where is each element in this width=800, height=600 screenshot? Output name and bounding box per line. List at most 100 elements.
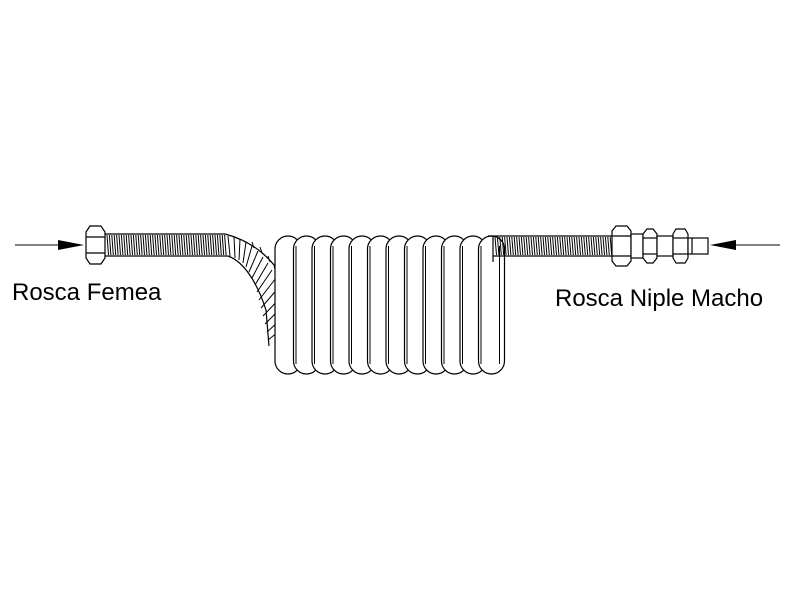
thread-line [149, 234, 153, 256]
thread-line [607, 236, 610, 256]
thread-line [496, 236, 500, 256]
right-hex-fitting [611, 225, 632, 267]
thread-line [532, 236, 536, 256]
thread-line [190, 234, 193, 256]
thread-line [561, 236, 565, 256]
spring-wire [227, 235, 231, 257]
thread-line [544, 236, 548, 256]
thread-line [499, 236, 502, 256]
spring-wire [242, 241, 247, 264]
spring-wire [267, 255, 271, 263]
thread-line [588, 236, 591, 256]
thread-line [209, 234, 213, 256]
thread-line [568, 236, 572, 256]
spring-wire [233, 236, 236, 259]
thread-line [152, 234, 155, 256]
thread-line [178, 234, 181, 256]
thread-line [604, 236, 608, 256]
thread-line [132, 234, 136, 256]
thread-line [188, 234, 191, 256]
thread-line [219, 234, 222, 256]
spring-wire [251, 256, 264, 279]
thread-line [537, 236, 541, 256]
thread-line [171, 234, 174, 256]
thread-line [535, 236, 538, 256]
thread-line [556, 236, 560, 256]
left-threaded-hose [105, 233, 228, 257]
coil-loop [477, 235, 506, 375]
thread-line [592, 236, 596, 256]
thread-line [571, 236, 574, 256]
thread-line [202, 234, 205, 256]
thread-line [494, 236, 497, 256]
thread-line [583, 236, 586, 256]
thread-line [528, 236, 531, 256]
thread-line [116, 234, 119, 256]
thread-line [508, 236, 512, 256]
thread-line [214, 234, 217, 256]
thread-line [173, 234, 177, 256]
thread-line [125, 234, 129, 256]
thread-line [130, 234, 133, 256]
spring-wire [245, 245, 253, 268]
spring-wire [258, 277, 277, 301]
thread-line [525, 236, 529, 256]
thread-line [144, 234, 148, 256]
coil-section [274, 235, 506, 375]
thread-line [585, 236, 589, 256]
spring-wire [256, 269, 273, 293]
thread-line [128, 234, 131, 256]
thread-line [142, 234, 145, 256]
thread-line [120, 234, 124, 256]
thread-line [511, 236, 514, 256]
spring-wire [259, 246, 263, 254]
thread-line [523, 236, 526, 256]
thread-line [580, 236, 584, 256]
thread-line [566, 236, 569, 256]
label-female-thread: Rosca Femea [12, 279, 162, 306]
thread-line [549, 236, 553, 256]
thread-line [118, 234, 121, 256]
thread-line [506, 236, 509, 256]
thread-line [207, 234, 210, 256]
right-arrow [710, 240, 780, 250]
thread-line [108, 234, 112, 256]
thread-line [540, 236, 543, 256]
thread-line [135, 234, 138, 256]
thread-line [518, 236, 521, 256]
thread-line [597, 236, 601, 256]
spring-wire [238, 238, 241, 261]
thread-line [516, 236, 519, 256]
thread-line [216, 234, 220, 256]
right-threaded-hose [488, 235, 613, 262]
thread-line [176, 234, 179, 256]
thread-line [573, 236, 577, 256]
thread-line [600, 236, 603, 256]
thread-line [547, 236, 550, 256]
thread-line [542, 236, 545, 256]
thread-line [183, 234, 186, 256]
thread-line [504, 236, 507, 256]
thread-line [576, 236, 579, 256]
thread-line [204, 234, 208, 256]
thread-line [530, 236, 533, 256]
thread-line [137, 234, 141, 256]
thread-line [147, 234, 150, 256]
thread-line [111, 234, 114, 256]
right-nipple-body [630, 228, 709, 264]
left-hex-fitting [85, 225, 106, 265]
thread-line [559, 236, 562, 256]
thread-line [164, 234, 167, 256]
thread-line [578, 236, 581, 256]
thread-line [113, 234, 117, 256]
thread-line [595, 236, 598, 256]
thread-line [501, 236, 505, 256]
label-male-nipple-thread: Rosca Niple Macho [555, 285, 764, 312]
thread-line [154, 234, 157, 256]
thread-line [180, 234, 184, 256]
spring-wire [248, 250, 259, 273]
thread-line [140, 234, 143, 256]
thread-line [192, 234, 196, 256]
thread-line [564, 236, 567, 256]
spring-wire [251, 241, 255, 249]
